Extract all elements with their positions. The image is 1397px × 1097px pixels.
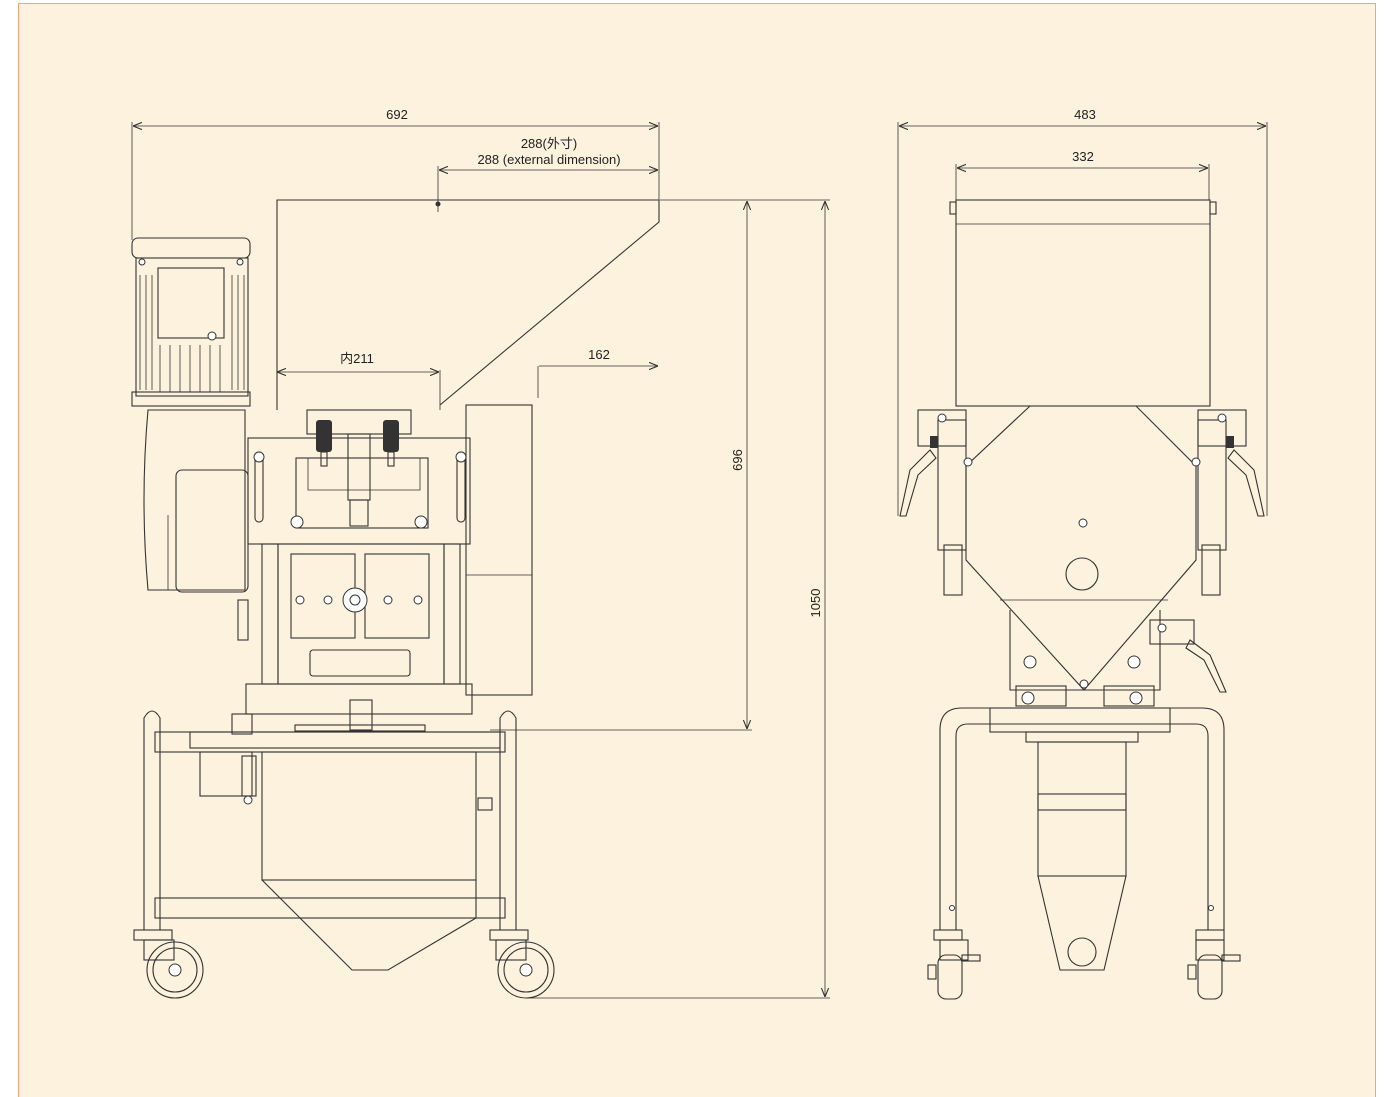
dim-label-696: 696 bbox=[730, 449, 745, 471]
drawing-frame bbox=[18, 3, 1376, 1097]
dim-label-288-en: 288 (external dimension) bbox=[477, 152, 620, 167]
side-stand bbox=[939, 707, 1225, 971]
dim-overall-height: 1050 bbox=[530, 199, 830, 999]
side-clamp-left bbox=[899, 409, 967, 517]
dim-label-288-jp: 288(外寸) bbox=[521, 136, 577, 151]
dim-offset: 162 bbox=[537, 347, 658, 398]
dim-overall-width-side: 483 bbox=[897, 107, 1268, 516]
motor bbox=[131, 237, 251, 407]
side-caster-left bbox=[927, 929, 981, 1000]
front-caster-right bbox=[489, 929, 555, 999]
side-body bbox=[937, 405, 1227, 707]
side-clamp-lower bbox=[1149, 619, 1227, 693]
front-view: 692 288(外寸) 288 (external dimension) 内21… bbox=[131, 107, 830, 999]
side-clamp-right bbox=[1197, 409, 1265, 517]
front-caster-left bbox=[133, 929, 204, 999]
dim-inner-width: 内211 bbox=[277, 351, 439, 372]
dim-overall-width-front: 692 bbox=[131, 107, 660, 240]
dim-label-332: 332 bbox=[1072, 149, 1094, 164]
gearbox bbox=[143, 409, 249, 593]
dim-label-1050: 1050 bbox=[808, 589, 823, 618]
dim-label-162: 162 bbox=[588, 347, 610, 362]
side-caster-right bbox=[1187, 929, 1241, 1000]
dim-label-483: 483 bbox=[1074, 107, 1096, 122]
front-stand bbox=[143, 710, 517, 971]
front-hopper bbox=[276, 199, 660, 410]
dim-hopper-width-side: 332 bbox=[955, 149, 1210, 200]
dim-hopper-width-front: 288(外寸) 288 (external dimension) bbox=[437, 136, 658, 205]
dim-label-inner-211: 内211 bbox=[340, 351, 374, 366]
dim-body-height: 696 bbox=[490, 199, 752, 731]
granulator-body bbox=[231, 404, 533, 735]
side-view: 483 332 bbox=[897, 107, 1268, 1000]
dim-label-692: 692 bbox=[386, 107, 408, 122]
side-hopper bbox=[949, 199, 1217, 407]
